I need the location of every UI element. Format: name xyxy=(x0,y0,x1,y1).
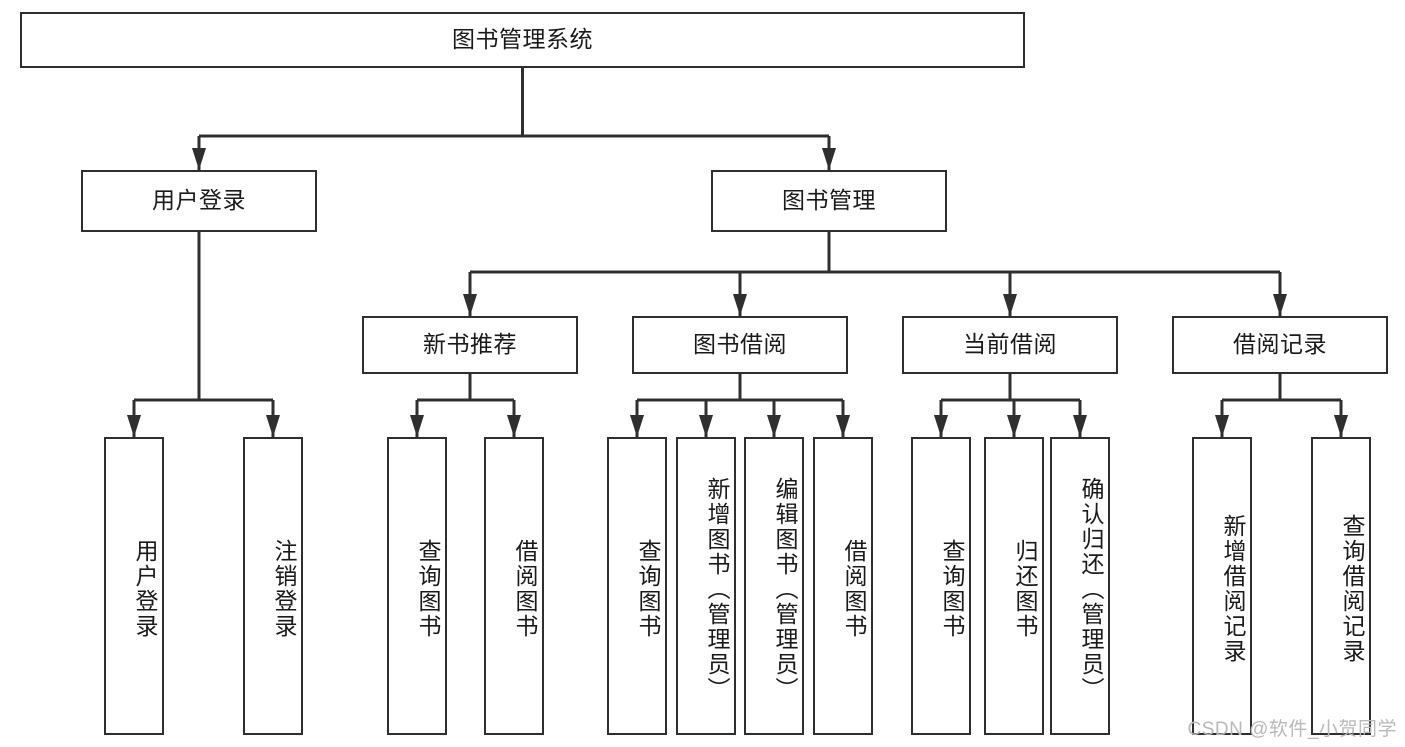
node-leaf-edit-book-admin[interactable]: 编辑图书（管理员） xyxy=(744,437,804,735)
node-leaf-query-book-bor[interactable]: 查询图书 xyxy=(607,437,667,735)
arrow-head-icon xyxy=(767,415,781,437)
arrow-head-icon xyxy=(410,415,424,437)
node-leaf-return-book[interactable]: 归还图书 xyxy=(984,437,1044,735)
node-leaf-add-book-admin[interactable]: 新增图书（管理员） xyxy=(676,437,736,735)
arrow-head-icon xyxy=(630,415,644,437)
node-label: 查询图书 xyxy=(939,539,965,639)
arrow-head-icon xyxy=(1215,415,1229,437)
node-label: 编辑图书（管理员） xyxy=(772,476,798,702)
node-book-manage[interactable]: 图书管理 xyxy=(711,170,947,232)
node-label: 用户登录 xyxy=(132,539,158,639)
node-borrow-record[interactable]: 借阅记录 xyxy=(1172,316,1388,374)
node-label: 图书管理系统 xyxy=(452,26,593,53)
arrow-head-icon xyxy=(1334,415,1348,437)
node-label: 查询借阅记录 xyxy=(1339,514,1365,664)
node-leaf-borrow-book-bor[interactable]: 借阅图书 xyxy=(813,437,873,735)
node-label: 借阅记录 xyxy=(1233,331,1327,358)
node-label: 借阅图书 xyxy=(841,539,867,639)
node-label: 用户登录 xyxy=(152,187,246,214)
node-label: 归还图书 xyxy=(1012,539,1038,639)
node-label: 查询图书 xyxy=(635,539,661,639)
node-user-login[interactable]: 用户登录 xyxy=(81,170,317,232)
arrow-head-icon xyxy=(1007,415,1021,437)
node-book-borrow[interactable]: 图书借阅 xyxy=(632,316,848,374)
arrow-head-icon xyxy=(463,294,477,316)
arrow-head-icon xyxy=(733,294,747,316)
node-label: 注销登录 xyxy=(271,539,297,639)
arrow-head-icon xyxy=(1073,415,1087,437)
node-label: 查询图书 xyxy=(415,539,441,639)
node-leaf-user-login[interactable]: 用户登录 xyxy=(104,437,164,735)
node-label: 图书借阅 xyxy=(693,331,787,358)
arrow-head-icon xyxy=(934,415,948,437)
node-leaf-confirm-return-admin[interactable]: 确认归还（管理员） xyxy=(1050,437,1110,735)
arrow-head-icon xyxy=(699,415,713,437)
arrow-head-icon xyxy=(1273,294,1287,316)
node-current-borrow[interactable]: 当前借阅 xyxy=(902,316,1118,374)
node-leaf-query-borrow-record[interactable]: 查询借阅记录 xyxy=(1311,437,1371,735)
node-leaf-add-borrow-record[interactable]: 新增借阅记录 xyxy=(1192,437,1252,735)
node-leaf-borrow-book-rec[interactable]: 借阅图书 xyxy=(484,437,544,735)
node-label: 确认归还（管理员） xyxy=(1078,476,1104,702)
node-leaf-logout[interactable]: 注销登录 xyxy=(243,437,303,735)
node-new-book-recommend[interactable]: 新书推荐 xyxy=(362,316,578,374)
node-leaf-query-book-cur[interactable]: 查询图书 xyxy=(911,437,971,735)
node-label: 当前借阅 xyxy=(963,331,1057,358)
node-label: 新增图书（管理员） xyxy=(704,476,730,702)
node-label: 借阅图书 xyxy=(512,539,538,639)
arrow-head-icon xyxy=(127,415,141,437)
watermark: CSDN @软件_小贺同学 xyxy=(1187,719,1397,740)
node-root[interactable]: 图书管理系统 xyxy=(20,12,1025,68)
arrow-head-icon xyxy=(1003,294,1017,316)
node-label: 新增借阅记录 xyxy=(1220,514,1246,664)
node-label: 图书管理 xyxy=(782,187,876,214)
arrow-head-icon xyxy=(822,148,836,170)
arrow-head-icon xyxy=(266,415,280,437)
arrow-head-icon xyxy=(192,148,206,170)
node-label: 新书推荐 xyxy=(423,331,517,358)
arrow-head-icon xyxy=(507,415,521,437)
node-leaf-query-book-rec[interactable]: 查询图书 xyxy=(387,437,447,735)
arrow-head-icon xyxy=(836,415,850,437)
